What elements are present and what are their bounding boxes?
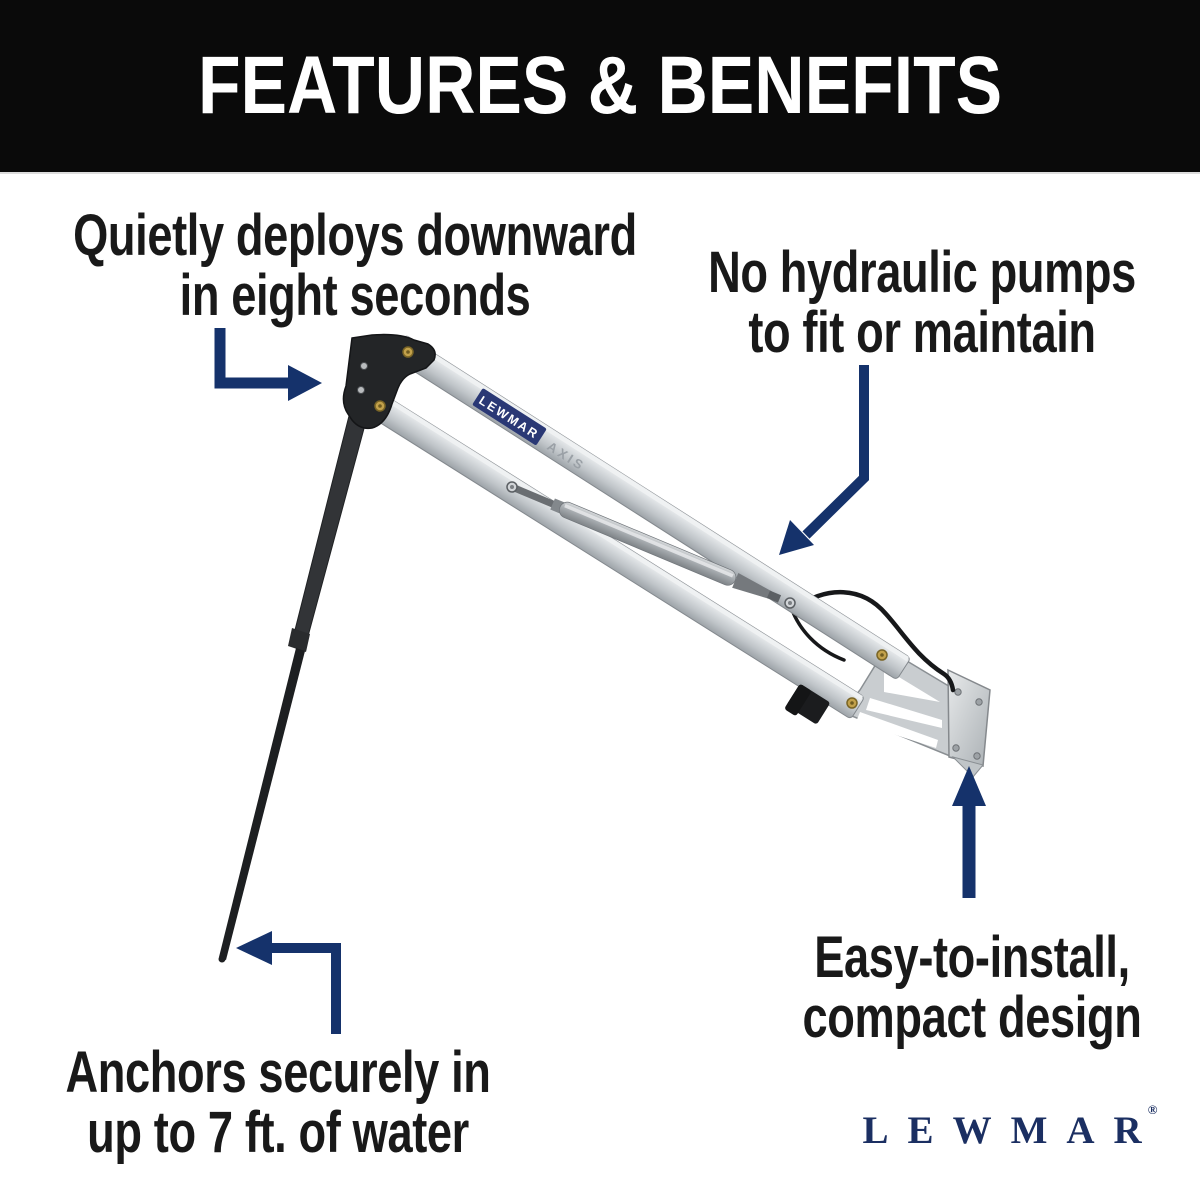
gas-strut <box>510 483 782 603</box>
registered-mark: ® <box>1147 1102 1158 1117</box>
mounting-bracket <box>840 644 991 778</box>
callout-line: in eight seconds <box>179 263 531 328</box>
lewmar-logo-text: LEWMAR <box>862 1109 1161 1152</box>
brand-badge <box>472 388 547 445</box>
callout-quiet-deploy: Quietly deploys downward in eight second… <box>0 206 755 326</box>
callout-line: to fit or maintain <box>748 300 1096 365</box>
arrow-quiet-deploy <box>214 328 322 401</box>
lower-arm <box>365 391 864 724</box>
page-title: FEATURES & BENEFITS <box>197 40 1003 131</box>
lewmar-logo: LEWMAR® <box>840 1102 1180 1153</box>
callout-line: Easy-to-install, <box>814 925 1130 990</box>
callout-line: Quietly deploys downward <box>73 203 637 268</box>
anchor-spike <box>218 403 370 963</box>
arrow-no-hydraulics <box>779 365 869 555</box>
callout-line: up to 7 ft. of water <box>87 1100 469 1165</box>
callout-easy-install: Easy-to-install, compact design <box>672 928 1200 1048</box>
title-bar: FEATURES & BENEFITS <box>0 0 1200 174</box>
callout-line: No hydraulic pumps <box>708 240 1136 305</box>
arrow-easy-install <box>952 766 986 898</box>
fasteners <box>357 346 888 709</box>
callout-line: compact design <box>802 985 1142 1050</box>
callout-no-hydraulics: No hydraulic pumps to fit or maintain <box>572 243 1200 363</box>
pivot-head <box>342 333 436 430</box>
callout-line: Anchors securely in <box>65 1040 491 1105</box>
callout-anchor-depth: Anchors securely in up to 7 ft. of water <box>0 1043 638 1163</box>
arrow-anchor-depth <box>236 931 341 1034</box>
